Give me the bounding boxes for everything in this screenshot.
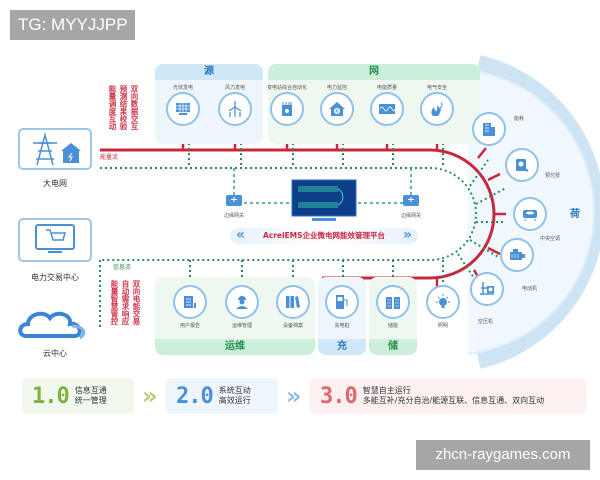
gateway-icon bbox=[403, 195, 419, 206]
node-maintenance[interactable]: 运维管理 bbox=[217, 285, 267, 330]
stage-2-line2: 高效运行 bbox=[218, 396, 251, 405]
grid-title: 网 bbox=[268, 64, 480, 80]
load-title: 荷 bbox=[570, 209, 580, 220]
node-lighting[interactable]: 照明 bbox=[418, 285, 468, 330]
trading-label: 电力交易中心 bbox=[31, 273, 79, 282]
gateway-icon bbox=[226, 195, 242, 206]
load-node-energy[interactable] bbox=[472, 112, 506, 146]
watermark-bottom: zhcn-raygames.com bbox=[416, 440, 590, 470]
ops-title: 运维 bbox=[155, 339, 315, 355]
light-bulb-icon bbox=[436, 294, 450, 308]
stage-3-line2: 多能互补/充分自治/能源互联、信息互通、双向互动 bbox=[362, 396, 545, 405]
load-node-motor[interactable] bbox=[500, 238, 534, 272]
stage-3-number: 3.0 bbox=[320, 383, 358, 409]
node-electrical-safety[interactable]: 电气安全 bbox=[412, 84, 462, 126]
stage-3-line1: 智慧自主运行 bbox=[362, 386, 411, 395]
info-note-3: 能量智慧管控 bbox=[110, 280, 119, 325]
load-node-compressor[interactable] bbox=[470, 272, 504, 306]
stage-1-line1: 信息互通 bbox=[74, 386, 107, 395]
node-power-monitor[interactable]: 电力监控 bbox=[312, 84, 362, 126]
building-icon bbox=[483, 123, 495, 136]
air-conditioner-icon bbox=[523, 210, 537, 221]
grid-box[interactable] bbox=[18, 128, 92, 170]
power-monitor-icon bbox=[329, 102, 345, 116]
platform-banner[interactable]: « AcrelEMS企业微电网能效管理平台 » bbox=[230, 227, 418, 244]
node-archive[interactable]: 设备档案 bbox=[268, 285, 318, 330]
load-node-ac[interactable] bbox=[513, 197, 547, 231]
storage-title: 储 bbox=[369, 339, 417, 355]
source-title: 源 bbox=[155, 64, 263, 80]
node-storage[interactable]: 储能 bbox=[368, 285, 418, 330]
node-power-quality[interactable]: 电能质量 bbox=[362, 84, 412, 126]
stage-1-line2: 统一管理 bbox=[74, 396, 107, 405]
storage-panel: 储 bbox=[369, 277, 417, 355]
node-substation[interactable]: 变电站综合自动化 bbox=[262, 84, 312, 126]
energy-note-1: 双向数据交互 bbox=[130, 85, 139, 130]
platform-title: AcrelEMS企业微电网能效管理平台 bbox=[262, 231, 386, 240]
charge-title: 充 bbox=[318, 339, 366, 355]
info-note-1: 双向电能交易 bbox=[132, 280, 141, 325]
cloud-icon[interactable] bbox=[16, 306, 96, 342]
electrical-safety-icon bbox=[431, 102, 443, 116]
report-icon bbox=[184, 296, 196, 308]
load-label-motor: 电动机 bbox=[522, 286, 538, 292]
energy-flow-label: 能量流 bbox=[100, 154, 119, 161]
edge-gateway-left[interactable]: 边缘网关 bbox=[212, 192, 256, 219]
stage-1: 1.0 信息互通统一管理 bbox=[22, 378, 134, 414]
energy-note-2: 预测结果校验 bbox=[119, 85, 128, 130]
power-quality-icon bbox=[379, 104, 396, 114]
shopping-cart-monitor-icon bbox=[35, 224, 75, 253]
load-node-prepaid[interactable] bbox=[505, 148, 539, 182]
archive-icon bbox=[286, 296, 300, 308]
trading-box[interactable] bbox=[18, 218, 92, 262]
load-label-compressor: 空压机 bbox=[478, 319, 494, 325]
load-label-ac: 中央空调 bbox=[540, 236, 561, 242]
charging-pile-icon bbox=[336, 295, 348, 309]
battery-storage-icon bbox=[386, 297, 400, 309]
stage-2-line1: 系统互动 bbox=[218, 386, 251, 395]
solar-panel-icon bbox=[176, 103, 190, 115]
node-user-report[interactable]: 用户报告 bbox=[165, 285, 215, 330]
maintenance-worker-icon bbox=[236, 296, 248, 309]
chevron-right-icon: » bbox=[402, 227, 412, 243]
substation-icon bbox=[282, 102, 292, 116]
watermark-top: TG: MYYJJPP bbox=[10, 10, 135, 40]
chevron-left-icon: « bbox=[236, 227, 246, 243]
monitor-dashboard-icon[interactable] bbox=[290, 178, 358, 224]
edge-gateway-right[interactable]: 边缘网关 bbox=[389, 192, 433, 219]
cloud-label: 云中心 bbox=[43, 349, 67, 358]
power-tower-icon bbox=[33, 132, 81, 166]
prepaid-card-icon bbox=[516, 159, 529, 172]
load-label-energy: 能耗 bbox=[514, 116, 525, 122]
node-charging-pile[interactable]: 充电桩 bbox=[317, 285, 367, 330]
load-label-prepaid: 预付费 bbox=[545, 173, 561, 179]
info-note-2: 自动需求响应 bbox=[121, 280, 130, 325]
grid-label: 大电网 bbox=[43, 179, 67, 188]
motor-icon bbox=[510, 249, 525, 260]
stage-1-number: 1.0 bbox=[32, 383, 70, 409]
stage-3: 3.0 智慧自主运行多能互补/充分自治/能源互联、信息互通、双向互动 bbox=[310, 378, 586, 414]
stage-arrow-2-icon: » bbox=[286, 382, 302, 410]
info-flow-label: 信息流 bbox=[113, 264, 132, 271]
energy-note-3: 能量调度互动 bbox=[108, 85, 117, 130]
air-compressor-icon bbox=[480, 282, 494, 295]
node-wind[interactable]: 风力发电 bbox=[210, 84, 260, 126]
node-solar[interactable]: 光伏发电 bbox=[158, 84, 208, 126]
stage-2-number: 2.0 bbox=[176, 383, 214, 409]
stage-2: 2.0 系统互动高效运行 bbox=[166, 378, 278, 414]
stage-arrow-1-icon: » bbox=[142, 382, 158, 410]
wind-turbine-icon bbox=[228, 101, 242, 117]
